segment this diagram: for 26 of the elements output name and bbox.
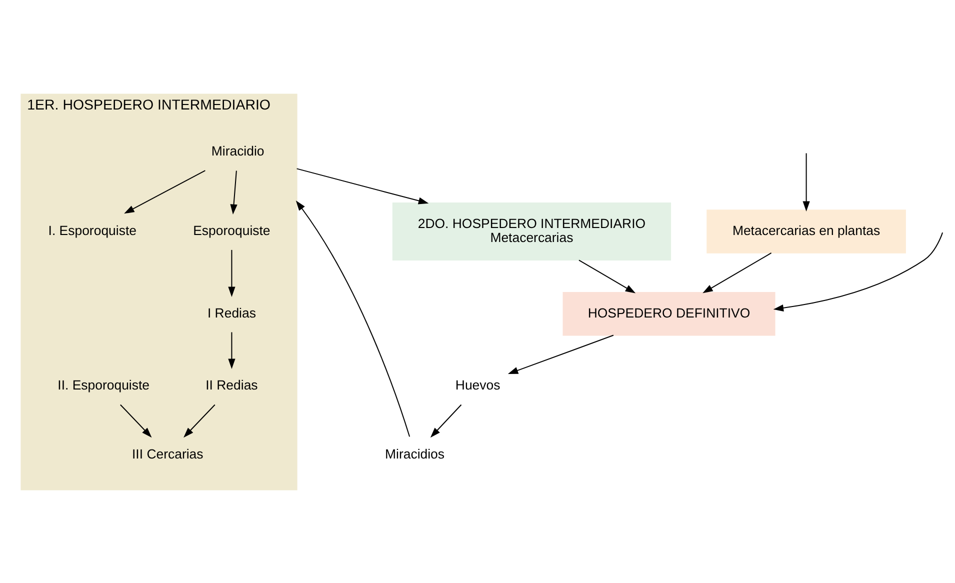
arrow: [430, 404, 462, 438]
arrow: [296, 168, 428, 204]
arrow: [702, 252, 772, 293]
arrow: [124, 170, 205, 214]
node-box: HOSPEDERO DEFINITIVO: [562, 292, 775, 336]
node-text: Miracidio: [210, 143, 264, 158]
node-text: Esporoquiste: [192, 222, 270, 238]
node-text: Miracidios: [384, 446, 444, 462]
arrow: [578, 259, 636, 293]
arrow: [120, 404, 152, 438]
arrow: [507, 334, 614, 374]
node-text: Huevos: [454, 377, 500, 392]
arrow: [230, 170, 237, 214]
node-text: I Redias: [206, 304, 256, 320]
node-text: III Cercarias: [132, 446, 203, 462]
arrow: [228, 332, 235, 368]
node-box: Metacercarias en plantas: [706, 209, 906, 253]
arrow: [802, 152, 810, 211]
arrow: [183, 404, 215, 438]
arrow: [228, 249, 235, 296]
node-text: II Redias: [205, 377, 258, 392]
node-text: I. Esporoquiste: [48, 222, 136, 238]
node-text: II. Esporoquiste: [57, 377, 150, 392]
arrow: [295, 200, 410, 436]
node-box: 2DO. HOSPEDERO INTERMEDIARIO Metacercarias: [392, 202, 671, 260]
arrow: [772, 232, 943, 312]
